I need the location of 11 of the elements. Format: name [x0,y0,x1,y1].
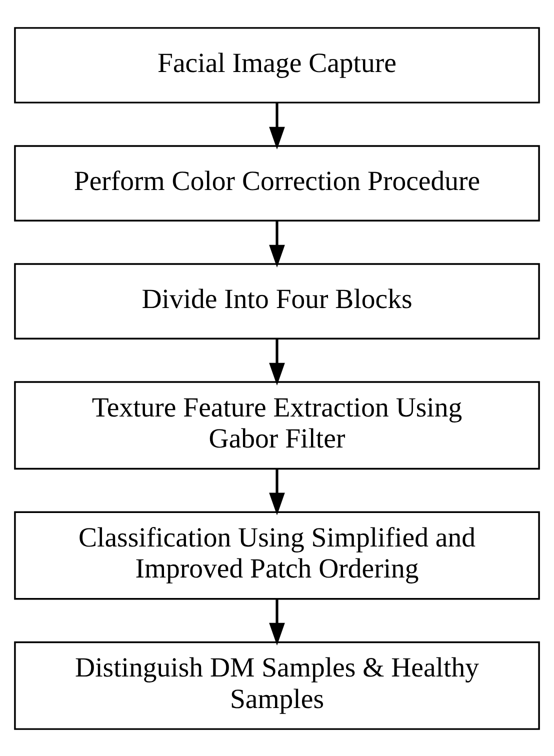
node-box: Perform Color Correction Procedure [14,144,540,221]
arrow [269,102,285,149]
node-box: Divide Into Four Blocks [14,262,540,339]
arrow [269,338,285,385]
node-box: Distinguish DM Samples & Healthy Samples [14,640,540,730]
node-box: Facial Image Capture [14,26,540,103]
arrow [269,468,285,515]
arrow [269,598,285,645]
arrow [269,220,285,267]
node-box: Classification Using Simplified and Improved Patch Ordering [14,510,540,600]
node-box: Texture Feature Extraction Using Gabor Filter [14,380,540,470]
